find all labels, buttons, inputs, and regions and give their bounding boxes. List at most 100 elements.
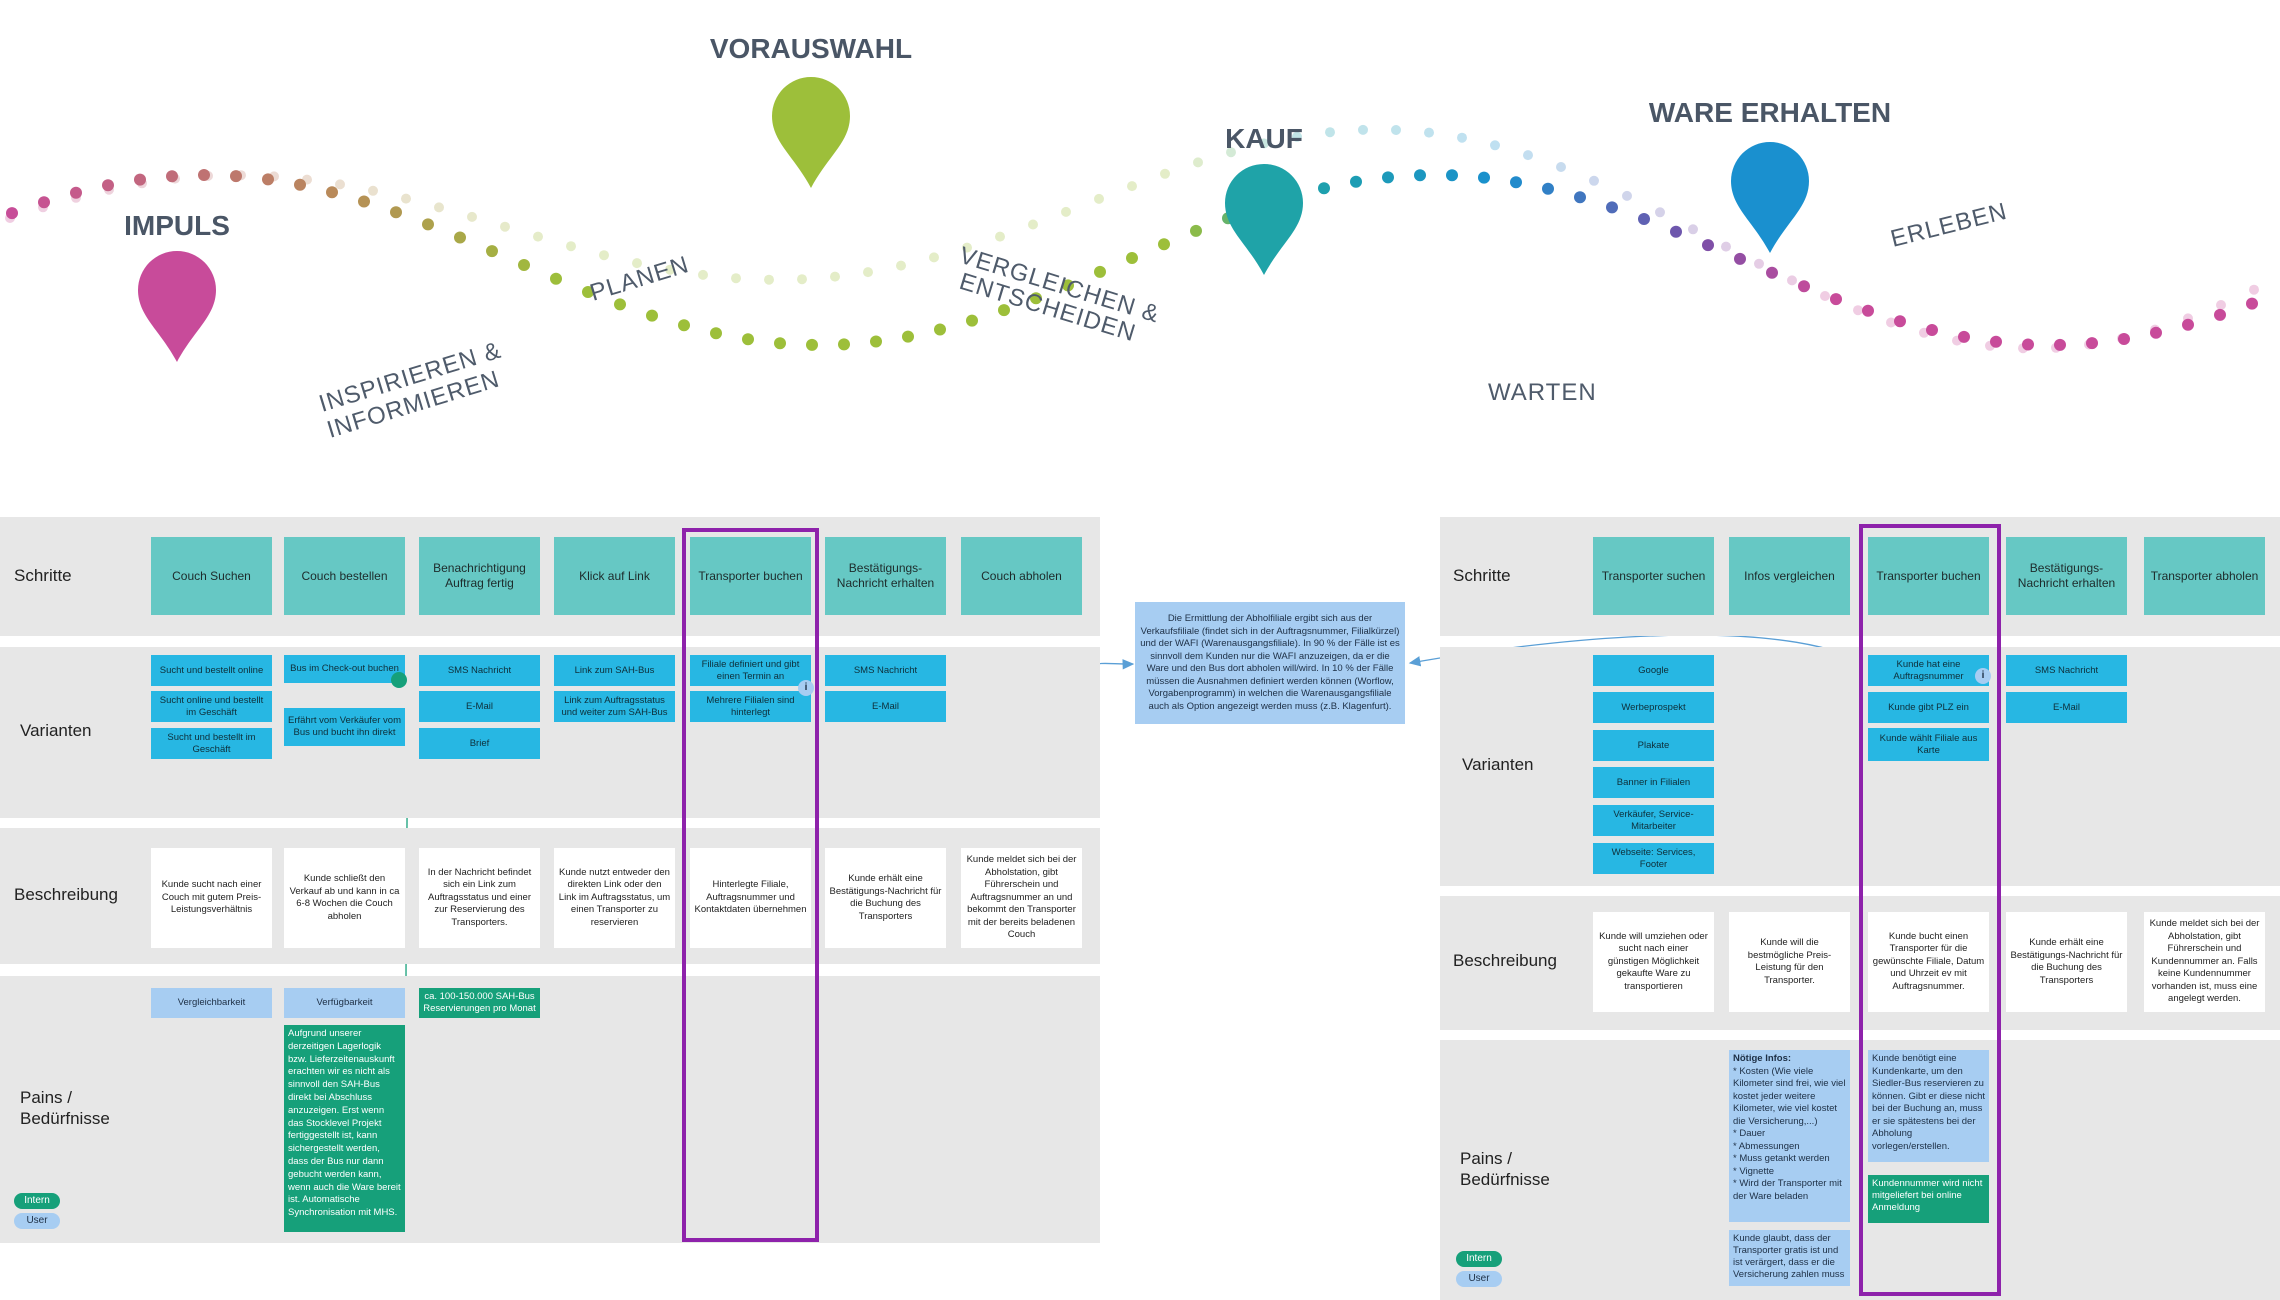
journey-dot <box>1853 305 1863 316</box>
description-card: Kunde meldet sich bei der Abholstation, … <box>2144 912 2265 1012</box>
journey-dot <box>1350 175 1362 188</box>
variant-card[interactable]: E-Mail <box>2006 692 2127 723</box>
description-card: Kunde will die bestmögliche Preis-Leistu… <box>1729 912 1850 1012</box>
intern-card[interactable]: Aufgrund unserer derzeitigen Lagerlogik … <box>284 1025 405 1232</box>
variant-card[interactable]: Link zum SAH-Bus <box>554 655 675 686</box>
highlight-transporter-buchen-right <box>1859 524 2001 1296</box>
step-bestaetigung[interactable]: Bestätigungs-Nachricht erhalten <box>2006 537 2127 615</box>
pain-card[interactable]: Kunde glaubt, dass der Transporter grati… <box>1729 1230 1850 1286</box>
journey-dot <box>1226 147 1236 158</box>
variant-card[interactable]: E-Mail <box>419 691 540 722</box>
intern-card[interactable]: ca. 100-150.000 SAH-Bus Reservierungen p… <box>419 988 540 1018</box>
noetige-infos-card[interactable]: Nötige Infos: * Kosten (Wie viele Kilome… <box>1729 1050 1850 1222</box>
vorauswahl-pin <box>772 77 850 188</box>
variant-card[interactable]: E-Mail <box>825 691 946 722</box>
pain-card[interactable]: Kunde benötigt eine Kundenkarte, um den … <box>1868 1050 1989 1162</box>
variant-card[interactable]: SMS Nachricht <box>2006 655 2127 686</box>
journey-dot <box>1457 132 1467 143</box>
highlight-transporter-buchen-left <box>682 528 819 1242</box>
journey-dot <box>2246 297 2258 310</box>
info-icon[interactable]: i <box>1975 668 1991 684</box>
pain-card[interactable]: Vergleichbarkeit <box>151 988 272 1018</box>
stage-kauf: KAUF <box>1225 123 1303 154</box>
variant-card[interactable]: Sucht und bestellt im Geschäft <box>151 728 272 759</box>
journey-dot <box>731 273 741 284</box>
variant-card[interactable]: Sucht und bestellt online <box>151 655 272 686</box>
journey-dot <box>1830 293 1842 306</box>
variant-card[interactable]: SMS Nachricht <box>825 655 946 686</box>
variant-card[interactable]: Sucht online und bestellt im Geschäft <box>151 691 272 722</box>
variant-card[interactable]: Verkäufer, Service-Mitarbeiter <box>1593 805 1714 836</box>
journey-dot <box>962 242 972 253</box>
journey-dot <box>486 245 498 258</box>
journey-dot <box>2216 300 2226 310</box>
step-couch-abholen[interactable]: Couch abholen <box>961 537 1082 615</box>
stage-ware-erhalten: WARE ERHALTEN <box>1649 97 1891 128</box>
journey-dot <box>1158 238 1170 251</box>
journey-dot <box>1702 239 1714 252</box>
journey-dot <box>326 186 338 199</box>
journey-dot <box>632 258 642 269</box>
variant-card[interactable]: Kunde wählt Filiale aus Karte <box>1868 728 1989 761</box>
journey-dot <box>230 170 242 183</box>
journey-dot <box>2054 338 2066 351</box>
variant-card[interactable]: Brief <box>419 728 540 759</box>
step-infos-vergleichen[interactable]: Infos vergleichen <box>1729 537 1850 615</box>
journey-dot <box>1126 252 1138 264</box>
journey-dot <box>358 195 370 208</box>
journey-dot <box>390 206 402 219</box>
stage-impuls: IMPULS <box>124 210 230 241</box>
variant-card[interactable]: SMS Nachricht <box>419 655 540 686</box>
noetige-infos-title: Nötige Infos: <box>1733 1053 1792 1064</box>
journey-front-dots <box>6 169 2258 351</box>
variant-card[interactable]: Werbeprospekt <box>1593 692 1714 723</box>
variant-card[interactable]: Kunde hat eine Auftragsnummer <box>1868 655 1989 686</box>
journey-dot <box>434 202 444 213</box>
journey-dot <box>929 252 939 263</box>
step-transporter-buchen[interactable]: Transporter buchen <box>1868 537 1989 615</box>
journey-dot <box>870 335 882 348</box>
journey-dot <box>1061 206 1071 217</box>
step-couch-bestellen[interactable]: Couch bestellen <box>284 537 405 615</box>
noetige-info-line: * Muss getankt werden <box>1733 1153 1830 1164</box>
journey-dot <box>614 298 626 311</box>
intern-card[interactable]: Kundennummer wird nicht mitgeliefert bei… <box>1868 1175 1989 1223</box>
journey-dot <box>1754 258 1764 269</box>
journey-dot <box>454 231 466 244</box>
journey-dot <box>1259 138 1269 149</box>
variant-card[interactable]: Erfährt vom Verkäufer vom Bus und bucht … <box>284 708 405 746</box>
journey-dot <box>1190 224 1202 237</box>
impuls-pin <box>138 251 216 362</box>
variant-card[interactable]: Filiale definiert und gibt einen Termin … <box>690 655 811 686</box>
journey-dot <box>38 196 50 209</box>
pain-card[interactable]: Verfügbarkeit <box>284 988 405 1018</box>
variant-card[interactable]: Google <box>1593 655 1714 686</box>
journey-dot <box>1414 169 1426 182</box>
phase-erleben: ERLEBEN <box>1888 198 2010 253</box>
step-bestaetigung[interactable]: Bestätigungs-Nachricht erhalten <box>825 537 946 615</box>
variant-card[interactable]: Bus im Check-out buchen <box>284 655 405 683</box>
step-benachrichtigung[interactable]: Benachrichtigung Auftrag fertig <box>419 537 540 615</box>
step-klick-auf-link[interactable]: Klick auf Link <box>554 537 675 615</box>
journey-dot <box>1787 275 1797 286</box>
journey-dot <box>166 170 178 183</box>
variant-card[interactable]: Webseite: Services, Footer <box>1593 843 1714 874</box>
journey-dot <box>1424 127 1434 138</box>
step-transporter-abholen[interactable]: Transporter abholen <box>2144 537 2265 615</box>
info-icon[interactable]: i <box>798 680 814 696</box>
journey-dot <box>2214 308 2226 321</box>
variant-card[interactable]: Link zum Auftragsstatus und weiter zum S… <box>554 691 675 722</box>
journey-dot <box>1670 225 1682 238</box>
journey-dot <box>797 274 807 285</box>
step-couch-suchen[interactable]: Couch Suchen <box>151 537 272 615</box>
variant-card[interactable]: Kunde gibt PLZ ein <box>1868 692 1989 723</box>
journey-dot <box>1325 127 1335 138</box>
journey-dot <box>830 271 840 282</box>
step-transporter-suchen[interactable]: Transporter suchen <box>1593 537 1714 615</box>
step-transporter-buchen[interactable]: Transporter buchen <box>690 537 811 615</box>
variant-card[interactable]: Plakate <box>1593 730 1714 761</box>
journey-dot <box>1766 266 1778 279</box>
variant-card[interactable]: Banner in Filialen <box>1593 767 1714 798</box>
variant-card[interactable]: Mehrere Filialen sind hinterlegt <box>690 691 811 722</box>
journey-dot <box>2086 337 2098 350</box>
